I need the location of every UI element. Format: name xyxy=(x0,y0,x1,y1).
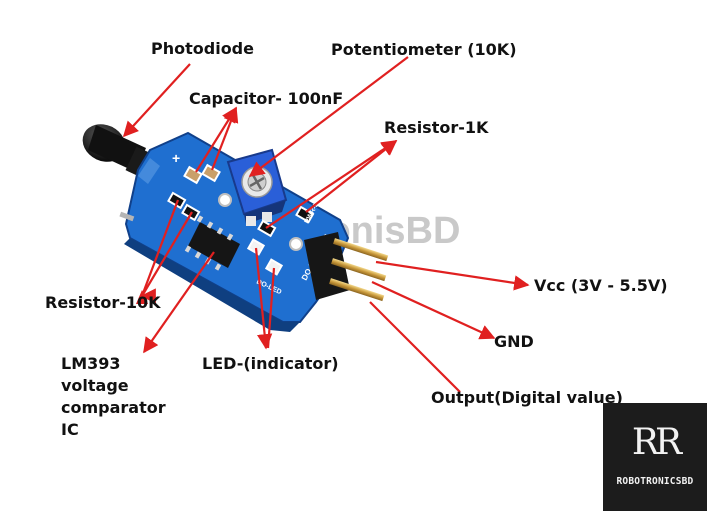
label-lm393-ic: LM393 voltage comparator IC xyxy=(61,354,166,439)
arrow-gnd xyxy=(371,281,496,340)
label-capacitor: Capacitor- 100nF xyxy=(189,89,344,108)
label-resistor-1k: Resistor-1K xyxy=(384,118,489,137)
logo-mark-icon: RR xyxy=(631,422,682,463)
arrow-resistor-1k-2 xyxy=(305,140,398,213)
label-led-indicator: LED-(indicator) xyxy=(202,354,339,373)
label-resistor-10k: Resistor-10K xyxy=(45,293,161,312)
mounting-hole xyxy=(289,237,303,251)
silk-plus: + xyxy=(172,150,180,166)
arrow-resistor-10k-1 xyxy=(140,199,180,297)
capacitor-components xyxy=(183,163,221,185)
arrow-led-1 xyxy=(254,247,273,350)
arrow-potentiometer xyxy=(248,56,409,177)
arrow-capacitor-2 xyxy=(210,106,239,171)
arrow-resistor-1k-1 xyxy=(265,140,398,229)
mounting-hole xyxy=(218,193,232,207)
label-photodiode: Photodiode xyxy=(151,39,254,58)
label-vcc: Vcc (3V - 5.5V) xyxy=(534,276,668,295)
robotronicsbd-logo: RR ROBOTRONICSBD xyxy=(603,403,707,511)
label-output: Output(Digital value) xyxy=(431,388,623,407)
callout-arrows xyxy=(122,56,530,393)
arrow-head-resistor-10k xyxy=(136,290,148,304)
arrow-vcc xyxy=(375,260,530,291)
indicator-leds xyxy=(246,238,284,276)
logo-text: ROBOTRONICSBD xyxy=(616,476,694,487)
header-pins xyxy=(304,232,389,302)
arrow-lm393 xyxy=(143,251,215,354)
label-potentiometer: Potentiometer (10K) xyxy=(331,40,517,59)
arrow-output xyxy=(369,301,461,393)
label-gnd: GND xyxy=(494,332,534,351)
arrow-led-2 xyxy=(266,267,276,349)
arrow-photodiode xyxy=(122,63,191,138)
